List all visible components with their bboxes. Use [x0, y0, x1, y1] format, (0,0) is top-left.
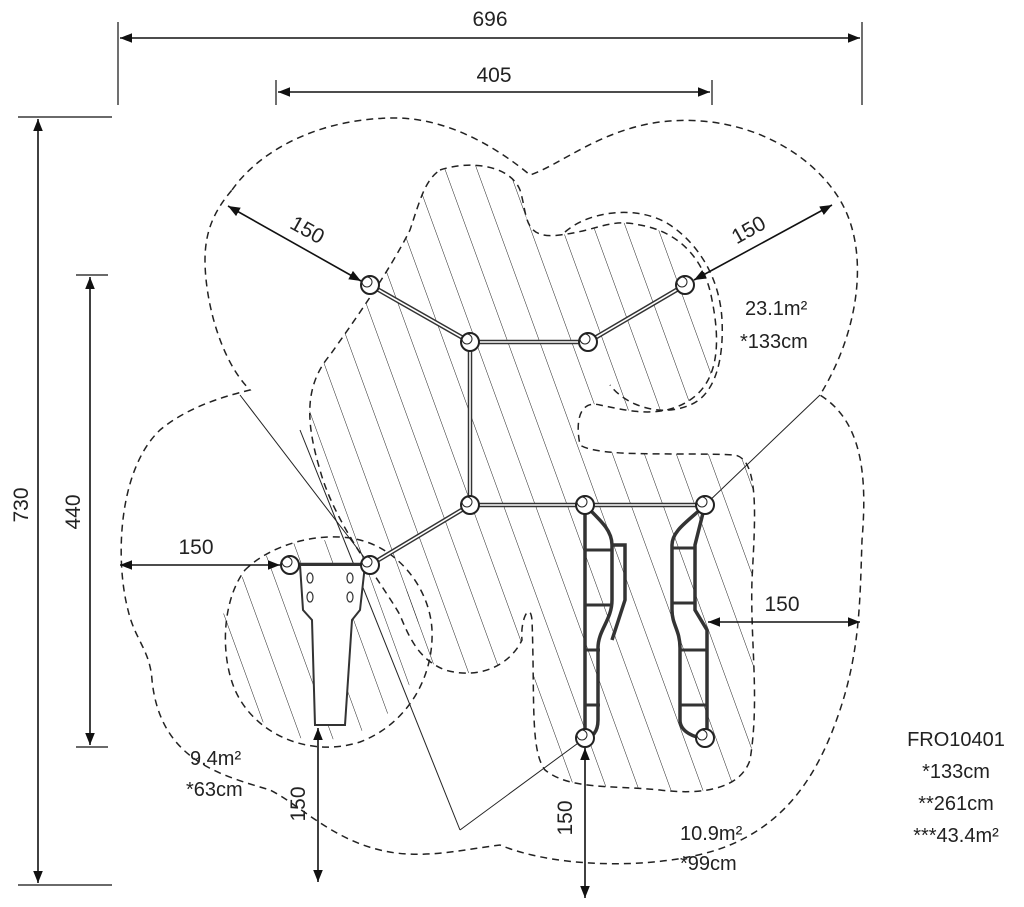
post	[460, 495, 480, 515]
post	[280, 555, 300, 575]
post	[675, 275, 695, 295]
slide-panel	[298, 564, 367, 726]
dim-inner-width: 405	[476, 64, 511, 87]
dim-clearance-bottom-left: 150	[287, 786, 310, 821]
dim-overall-width: 696	[472, 8, 507, 31]
post	[360, 275, 380, 295]
product-spec-2: **261cm	[918, 793, 994, 815]
post	[360, 555, 380, 575]
zone-height-bottom-right: *99cm	[680, 853, 737, 875]
zone-area-left: 9.4m²	[190, 748, 241, 770]
post	[695, 495, 715, 515]
product-spec-1: *133cm	[922, 761, 990, 783]
zone-area-bottom-right: 10.9m²	[680, 823, 743, 845]
post	[575, 728, 595, 748]
post	[575, 495, 595, 515]
dim-line-clearance-top-right	[693, 204, 833, 281]
zone-area-top-right: 23.1m²	[745, 298, 808, 320]
product-spec-3: ***43.4m²	[913, 825, 999, 847]
dim-inner-height: 440	[62, 494, 85, 529]
fall-zone-top-right	[564, 211, 724, 411]
dim-line-clearance-top-left	[227, 205, 362, 282]
zone-height-top-right: *133cm	[740, 331, 808, 353]
dim-clearance-right: 150	[764, 593, 799, 616]
dim-clearance-bottom-right: 150	[554, 800, 577, 835]
dim-clearance-left: 150	[178, 536, 213, 559]
dim-overall-height: 730	[10, 487, 33, 522]
post	[695, 728, 715, 748]
product-code: FRO10401	[907, 729, 1005, 751]
dim-clearance-top-left: 150	[286, 212, 328, 249]
dim-clearance-top-right: 150	[728, 212, 770, 249]
ladder-2	[670, 503, 709, 740]
post	[578, 332, 598, 352]
zone-height-left: *63cm	[186, 779, 243, 801]
ladder-1	[583, 503, 627, 740]
play-structure	[280, 275, 715, 748]
post	[460, 332, 480, 352]
outer-clearance-zone	[120, 117, 865, 865]
